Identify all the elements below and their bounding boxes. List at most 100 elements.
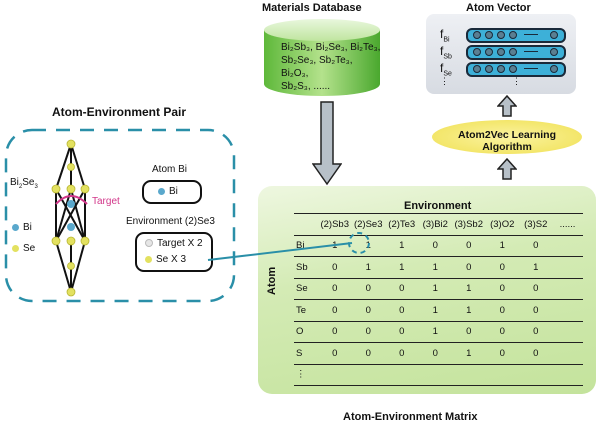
column-header: (2)Se3 (353, 218, 383, 230)
algorithm-ellipse (432, 120, 582, 154)
matrix-cell: 0 (466, 261, 472, 273)
matrix-cell: 1 (466, 283, 472, 295)
matrix-cell: 0 (466, 240, 472, 252)
matrix-cell: 1 (466, 304, 472, 316)
environment-box: Target X 2 Se X 3 (135, 232, 213, 272)
matrix-cell: 1 (432, 261, 438, 273)
matrix-cell-empty (318, 364, 583, 386)
se-atom-icon (12, 244, 19, 252)
database-title: Materials Database (262, 2, 362, 14)
matrix-cell: 1 (365, 261, 371, 273)
matrix-cell: 0 (332, 283, 338, 295)
up-arrow-icon (497, 95, 517, 117)
row-header: Te (296, 304, 307, 316)
matrix-cell: 1 (466, 347, 472, 359)
matrix-cell: 0 (533, 304, 539, 316)
matrix-cell: 0 (332, 261, 338, 273)
matrix-cell: 0 (365, 304, 371, 316)
matrix-cell-empty (553, 235, 583, 257)
column-header: ...... (559, 218, 576, 230)
row-header: Sb (296, 261, 308, 273)
matrix-cell: 0 (399, 283, 405, 295)
down-arrow-icon (312, 101, 342, 186)
compound-label: Bi2Se3 (10, 177, 38, 190)
environment-item: Se X 3 (145, 254, 186, 265)
matrix-cell-empty (553, 321, 583, 343)
atom-item: Bi (158, 186, 178, 197)
matrix-cell: 0 (533, 326, 539, 338)
atom-vector-panel: fBi fSb fSe ⋮ ⋮ (426, 14, 576, 94)
matrix-cell: 0 (432, 240, 438, 252)
matrix-cell: 0 (365, 283, 371, 295)
matrix-panel (258, 186, 596, 394)
vector-ellipsis: ⋮ (440, 76, 449, 86)
column-header: (3)Bi2 (422, 218, 448, 230)
more-rows-ellipsis: ⋮ (296, 369, 306, 381)
legend-bi: Bi (12, 222, 32, 233)
matrix-cell: 0 (399, 326, 405, 338)
matrix-cell: 1 (365, 240, 371, 252)
matrix-title: Atom-Environment Matrix (343, 411, 478, 423)
matrix-cell: 0 (499, 304, 505, 316)
matrix-cell: 0 (432, 347, 438, 359)
vector-ellipsis: ⋮ (512, 76, 521, 86)
atom-environment-matrix: (2)Sb3 (2)Se3 (2)Te3 (3)Bi2 (3)Sb2 (3)O2… (294, 213, 583, 386)
atom-vector-se (466, 62, 566, 77)
matrix-cell: 0 (533, 347, 539, 359)
matrix-cell: 1 (332, 240, 338, 252)
matrix-cell: 0 (332, 326, 338, 338)
matrix-cell: 0 (332, 347, 338, 359)
column-header: (2)Sb3 (320, 218, 349, 230)
matrix-cell: 0 (399, 304, 405, 316)
vector-label-se: fSe (440, 61, 452, 78)
row-header: Bi (296, 240, 305, 252)
matrix-cell: 0 (533, 240, 539, 252)
matrix-cell-empty (553, 300, 583, 322)
algorithm-label: Atom2Vec Learning Algorithm (457, 129, 557, 153)
matrix-cell: 1 (432, 326, 438, 338)
matrix-cell-empty (553, 278, 583, 300)
atom-vector-title: Atom Vector (466, 2, 531, 14)
matrix-cell-empty (553, 257, 583, 279)
database-cylinder-icon (264, 19, 380, 96)
matrix-cell: 0 (365, 347, 371, 359)
column-header: (3)S2 (524, 218, 548, 230)
bi-atom-icon (12, 223, 19, 231)
target-atom-icon (145, 239, 153, 248)
matrix-cell: 0 (499, 347, 505, 359)
row-header: O (296, 326, 304, 338)
pair-dashed-border (4, 128, 236, 303)
matrix-cell: 1 (499, 240, 505, 252)
matrix-header-row: (2)Sb3 (2)Se3 (2)Te3 (3)Bi2 (3)Sb2 (3)O2… (294, 213, 583, 235)
environment-heading: Environment (2)Se3 (126, 216, 215, 227)
database-compounds: Bi₂Sb₃, Bi₂Se₃, Bi₂Te₃, Sb₂Se₃, Sb₂Te₃, … (281, 41, 381, 93)
row-header: Se (296, 283, 308, 295)
atom-axis-label: Atom (266, 266, 278, 295)
atom-heading: Atom Bi (152, 164, 188, 175)
matrix-cell: 1 (399, 261, 405, 273)
se-atom-icon (145, 255, 152, 263)
target-label: Target (92, 196, 120, 207)
matrix-cell: 1 (533, 261, 539, 273)
matrix-cell: 0 (399, 347, 405, 359)
matrix-cell: 1 (432, 283, 438, 295)
matrix-more-row: ⋮ (294, 364, 583, 386)
atom-vector-sb (466, 45, 566, 60)
matrix-cell: 0 (332, 304, 338, 316)
matrix-cell: 0 (499, 326, 505, 338)
compound-line: Sb₂Se₃, Sb₂Te₃, Bi₂O₃, (281, 55, 353, 79)
up-arrow-icon (497, 158, 517, 180)
matrix-cell: 0 (466, 326, 472, 338)
compound-line: Sb₂S₃, ...... (281, 81, 331, 92)
environment-item: Target X 2 (145, 238, 203, 249)
pair-title: Atom-Environment Pair (52, 105, 187, 119)
atom-vector-bi (466, 28, 566, 43)
vector-label-sb: fSb (440, 44, 452, 61)
crystal-structure-icon (51, 139, 90, 297)
vector-label-bi: fBi (440, 27, 450, 44)
